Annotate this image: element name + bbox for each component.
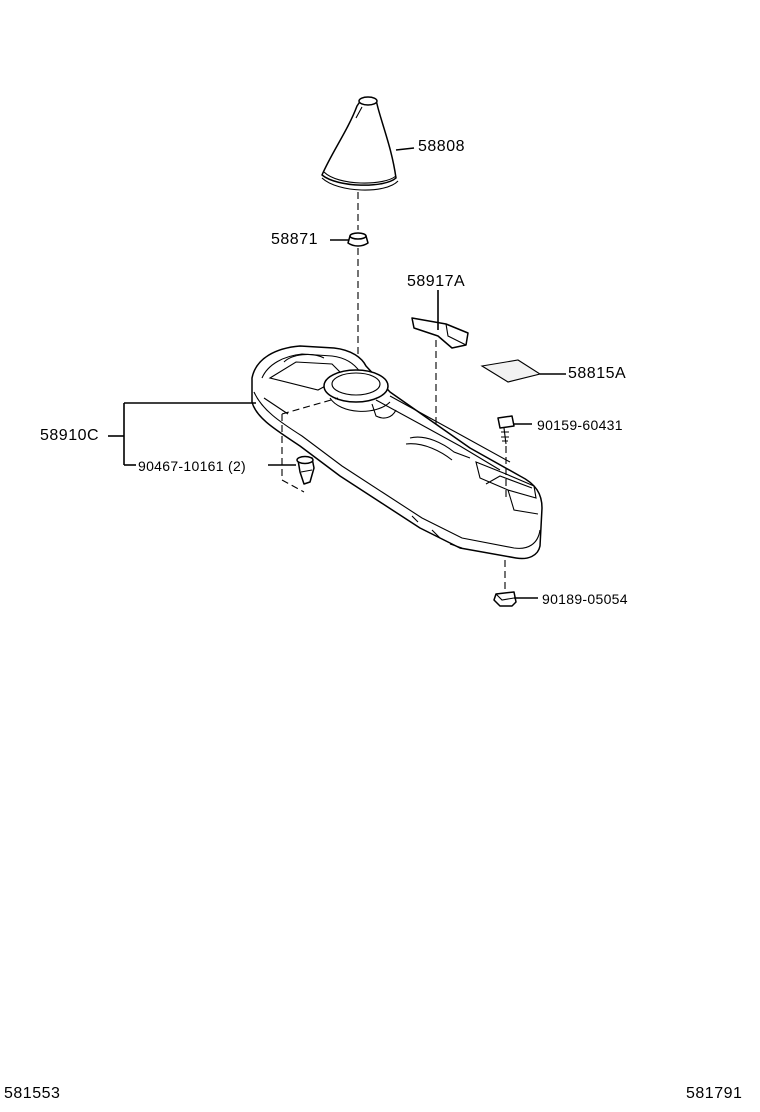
label-58917A: 58917A [407, 273, 466, 290]
pad-sheet-part [480, 359, 542, 383]
label-90159-60431: 90159-60431 [537, 417, 623, 433]
console-box-part [251, 345, 543, 560]
footer-left-code: 581553 [4, 1085, 61, 1102]
screw-upper-part [497, 415, 515, 445]
bracket-58910C [108, 402, 256, 466]
label-58910C: 58910C [40, 427, 100, 444]
label-90467-10161: 90467-10161 (2) [138, 458, 247, 474]
axis-clip-left-a [281, 397, 339, 415]
shift-boot-part [321, 96, 399, 191]
axis-clip-left-b [281, 414, 305, 493]
label-58871: 58871 [271, 231, 318, 248]
grommet-part [347, 232, 369, 247]
clip-bottom-part [493, 591, 517, 607]
label-58808: 58808 [418, 138, 465, 155]
footer-right-code: 581791 [686, 1085, 743, 1102]
leader-58808 [395, 147, 415, 151]
cover-plate-part [411, 317, 469, 349]
clip-left-part [296, 455, 315, 485]
label-90189-05054: 90189-05054 [542, 591, 628, 607]
label-58815A: 58815A [568, 365, 627, 382]
